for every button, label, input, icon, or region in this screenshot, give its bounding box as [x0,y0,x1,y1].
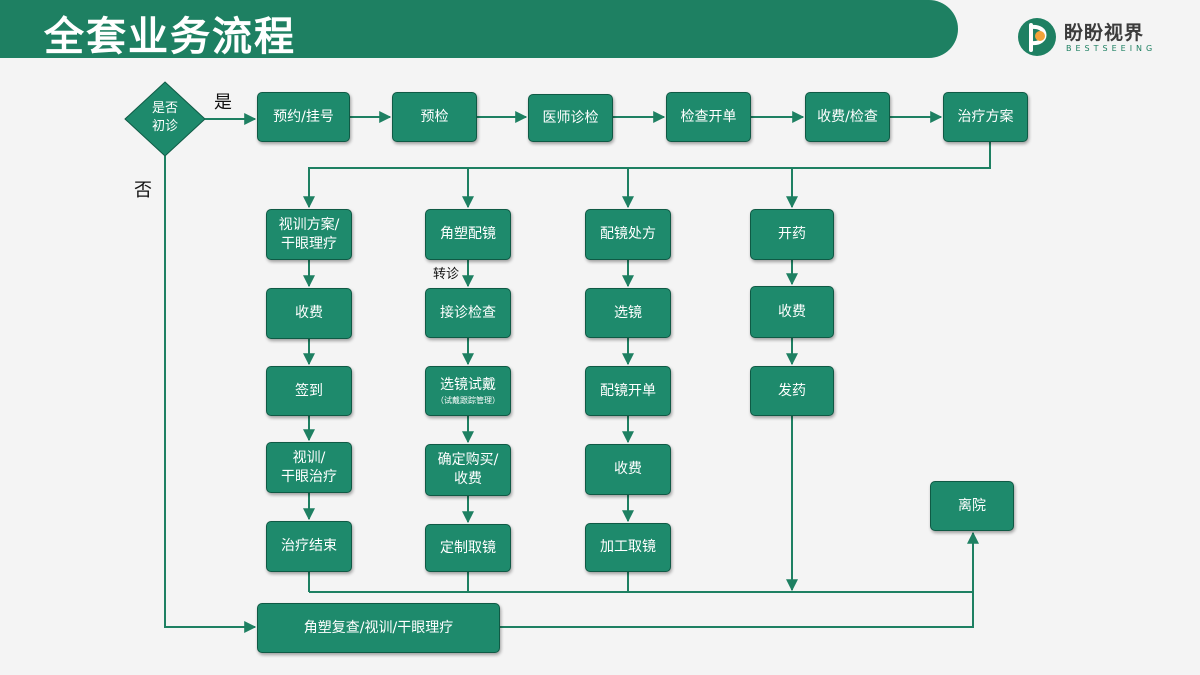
decision-label: 是否 初诊 [151,101,178,134]
node-ortho-confirm: 确定购买/ 收费 [425,444,511,496]
page-title: 全套业务流程 [44,14,296,60]
node-followup: 角塑复查/视训/干眼理疗 [257,603,500,653]
connector-no [164,156,257,633]
node-ortho-fitting: 角塑配镜 [425,209,511,260]
referral-label: 转诊 [433,267,460,282]
node-exam-order: 检查开单 [666,92,751,142]
node-vision-end: 治疗结束 [266,521,352,572]
brand-logo: 盼盼视界 BESTSEEING [1016,16,1186,60]
node-reservation: 预约/挂号 [257,92,350,142]
brand-name: 盼盼视界 [1064,22,1145,44]
node-ortho-trial: 选镜试戴 （试戴跟踪管理） [425,366,511,416]
node-ortho-reception: 接诊检查 [425,288,511,338]
brand-tagline: BESTSEEING [1066,44,1157,53]
connector-plan-bus [303,142,991,209]
title-bar: 全套业务流程 [0,0,958,60]
node-vision-train: 视训/ 干眼治疗 [266,442,352,493]
connector-followup-discharge [500,592,974,628]
node-glasses-select: 选镜 [585,288,671,338]
node-ortho-custom: 定制取镜 [425,524,511,572]
node-vision-plan: 视训方案/ 干眼理疗 [266,209,352,260]
node-medicine-dispense: 发药 [750,366,834,416]
brand-logo-icon [1018,18,1056,56]
node-medicine-prescribe: 开药 [750,209,834,260]
node-glasses-process: 加工取镜 [585,523,671,572]
node-vision-checkin: 签到 [266,366,352,416]
node-doctor-exam: 医师诊检 [528,94,613,142]
node-glasses-order: 配镜开单 [585,366,671,416]
no-label: 否 [134,180,152,201]
node-pay-exam: 收费/检查 [805,92,890,142]
node-vision-pay: 收费 [266,288,352,339]
yes-label: 是 [214,92,232,113]
node-medicine-pay: 收费 [750,286,834,338]
node-discharge: 离院 [930,481,1014,531]
node-glasses-pay: 收费 [585,444,671,495]
node-treatment-plan: 治疗方案 [943,92,1028,142]
node-precheck: 预检 [392,92,477,142]
node-glasses-prescription: 配镜处方 [585,209,671,260]
